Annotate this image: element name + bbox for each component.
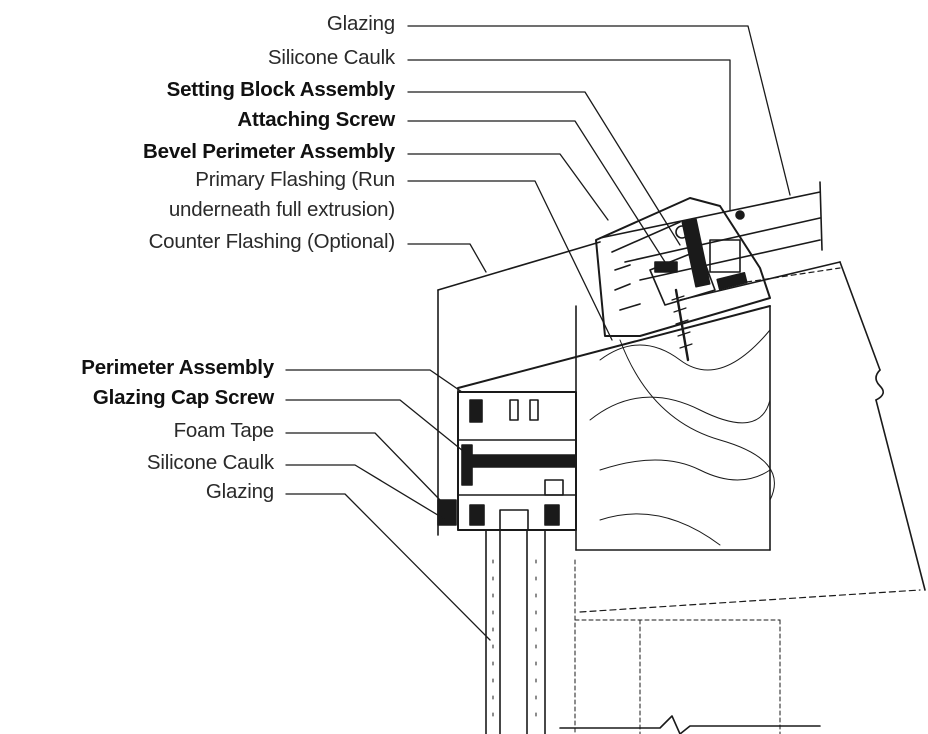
perimeter-extrusion bbox=[437, 391, 577, 531]
label-bevel-perimeter-assembly: Bevel Perimeter Assembly bbox=[143, 140, 395, 163]
label-primary-flashing-line2: underneath full extrusion) bbox=[168, 198, 395, 221]
label-counter-flashing: Counter Flashing (Optional) bbox=[148, 230, 396, 253]
label-perimeter-assembly: Perimeter Assembly bbox=[81, 356, 274, 379]
label-foam-tape: Foam Tape bbox=[173, 419, 275, 442]
label-silicone-caulk-bottom: Silicone Caulk bbox=[146, 451, 274, 474]
label-glazing-cap-screw: Glazing Cap Screw bbox=[92, 386, 274, 409]
upper-leader-lines bbox=[407, 25, 791, 341]
label-setting-block-assembly: Setting Block Assembly bbox=[166, 78, 396, 101]
label-silicone-caulk-top: Silicone Caulk bbox=[267, 46, 395, 69]
vertical-glazing bbox=[485, 529, 546, 734]
lower-leader-lines bbox=[285, 369, 491, 641]
curb-framing bbox=[437, 241, 775, 551]
bevel-extrusion bbox=[595, 197, 771, 362]
framing-outline bbox=[559, 261, 926, 734]
label-glazing-bottom: Glazing bbox=[205, 480, 274, 503]
label-attaching-screw: Attaching Screw bbox=[237, 108, 395, 131]
label-glazing-top: Glazing bbox=[326, 12, 395, 35]
label-primary-flashing-line1: Primary Flashing (Run bbox=[195, 168, 395, 191]
